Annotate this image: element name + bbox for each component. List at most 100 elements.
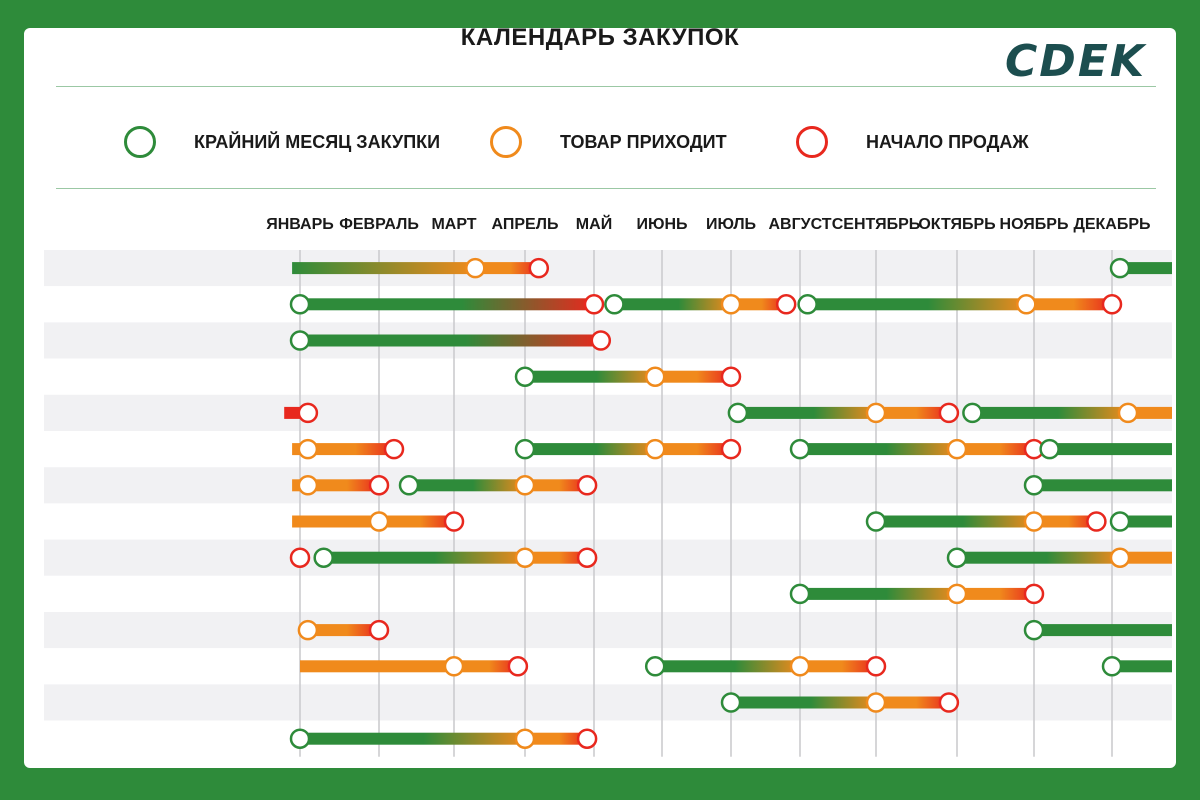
timeline-bar — [1049, 443, 1172, 456]
month-label: ОКТЯБРЬ — [918, 216, 996, 233]
month-label: ИЮНЬ — [636, 216, 688, 233]
sale-point — [383, 438, 405, 460]
arrive-point — [1023, 511, 1045, 532]
arrive-point — [297, 619, 319, 641]
arrive-point — [1016, 294, 1037, 315]
timeline-bar — [1120, 262, 1172, 275]
timeline-bar — [300, 334, 601, 347]
timeline-bar — [972, 406, 1172, 419]
row-background — [44, 467, 1172, 504]
row-background — [44, 720, 1172, 757]
green-circle-icon — [124, 126, 156, 158]
purchase-point — [1023, 475, 1045, 496]
purchase-point — [946, 547, 968, 568]
month-label: АВГУСТ — [768, 216, 832, 233]
arrive-point — [297, 475, 319, 496]
purchase-point — [797, 294, 818, 315]
arrive-point — [443, 656, 465, 677]
month-label: ИЮЛЬ — [705, 216, 757, 233]
timeline-bar — [800, 443, 1034, 456]
purchase-point — [644, 656, 666, 677]
divider — [56, 86, 1156, 87]
arrive-point — [946, 438, 968, 460]
timeline-bar — [876, 515, 1097, 528]
sale-point — [289, 547, 311, 568]
purchase-point — [720, 692, 742, 713]
timeline-bar — [1034, 624, 1172, 637]
legend-label: НАЧАЛО ПРОДАЖ — [866, 131, 1029, 152]
timeline-bar — [957, 551, 1172, 564]
legend-item-purchase: КРАЙНИЙ МЕСЯЦ ЗАКУПКИ — [124, 122, 440, 162]
arrive-point — [865, 402, 887, 424]
timeline-bar — [300, 624, 379, 637]
purchase-point — [962, 402, 983, 424]
timeline-bar — [1112, 660, 1172, 673]
timeline-bar — [614, 298, 787, 311]
timeline-bar — [300, 298, 594, 311]
sale-point — [443, 511, 465, 532]
arrive-point — [368, 511, 390, 532]
timeline-bar — [525, 370, 731, 383]
sale-point — [576, 728, 598, 749]
sale-point — [368, 475, 390, 496]
sale-point — [720, 366, 742, 387]
sale-point — [590, 330, 612, 351]
legend-label: КРАЙНИЙ МЕСЯЦ ЗАКУПКИ — [194, 131, 441, 152]
sale-point — [1101, 294, 1123, 315]
arrive-point — [465, 257, 486, 279]
purchase-point — [289, 294, 311, 315]
purchase-point — [514, 438, 536, 460]
purchase-point — [289, 728, 311, 749]
arrive-point — [1117, 402, 1139, 424]
legend-item-arrive: ТОВАР ПРИХОДИТ — [490, 122, 727, 162]
sale-point — [720, 438, 742, 460]
month-label: МАЙ — [575, 216, 613, 233]
purchase-point — [289, 330, 311, 351]
timeline-bar — [1120, 515, 1172, 528]
purchase-point — [604, 294, 625, 315]
sale-point — [576, 475, 598, 496]
sale-point — [583, 294, 605, 315]
arrive-point — [514, 475, 536, 496]
arrive-point — [644, 438, 666, 460]
arrive-point — [644, 366, 666, 387]
timeline-bar — [323, 551, 588, 564]
purchase-point — [1023, 619, 1045, 641]
month-label: СЕНТЯБРЬ — [831, 216, 921, 233]
month-label: МАРТ — [431, 216, 477, 233]
timeline-bar — [800, 587, 1034, 600]
timeline-bar — [292, 262, 539, 275]
row-background — [44, 648, 1172, 685]
timeline-bar — [300, 660, 518, 673]
sale-point — [1023, 583, 1045, 605]
arrive-point — [720, 294, 742, 315]
row-background — [44, 250, 1172, 287]
row-background — [44, 684, 1172, 721]
purchase-point — [789, 438, 811, 460]
sale-point — [528, 257, 550, 279]
purchase-point — [313, 547, 334, 568]
page-title: КАЛЕНДАРЬ ЗАКУПОК — [460, 24, 740, 51]
purchase-point — [1109, 257, 1131, 279]
purchase-point — [789, 583, 811, 605]
row-background — [44, 612, 1172, 649]
purchase-point — [514, 366, 536, 387]
legend-item-sale: НАЧАЛО ПРОДАЖ — [796, 122, 1029, 162]
purchase-point — [1101, 656, 1123, 677]
timeline-bar — [525, 443, 731, 456]
sale-point — [297, 402, 319, 424]
purchase-point — [1109, 511, 1131, 532]
timeline-bar — [807, 298, 1112, 311]
purchase-point — [1039, 438, 1060, 460]
purchase-point — [865, 511, 887, 532]
sale-point — [938, 692, 960, 713]
arrive-point — [514, 547, 536, 568]
arrive-point — [514, 728, 536, 749]
timeline-bar — [731, 696, 949, 709]
timeline-bar — [737, 406, 949, 419]
purchase-point — [398, 475, 420, 496]
cdek-logo: CDEK — [1005, 36, 1146, 87]
timeline-bar — [1034, 479, 1172, 492]
arrive-point — [865, 692, 887, 713]
month-label: НОЯБРЬ — [999, 216, 1069, 233]
